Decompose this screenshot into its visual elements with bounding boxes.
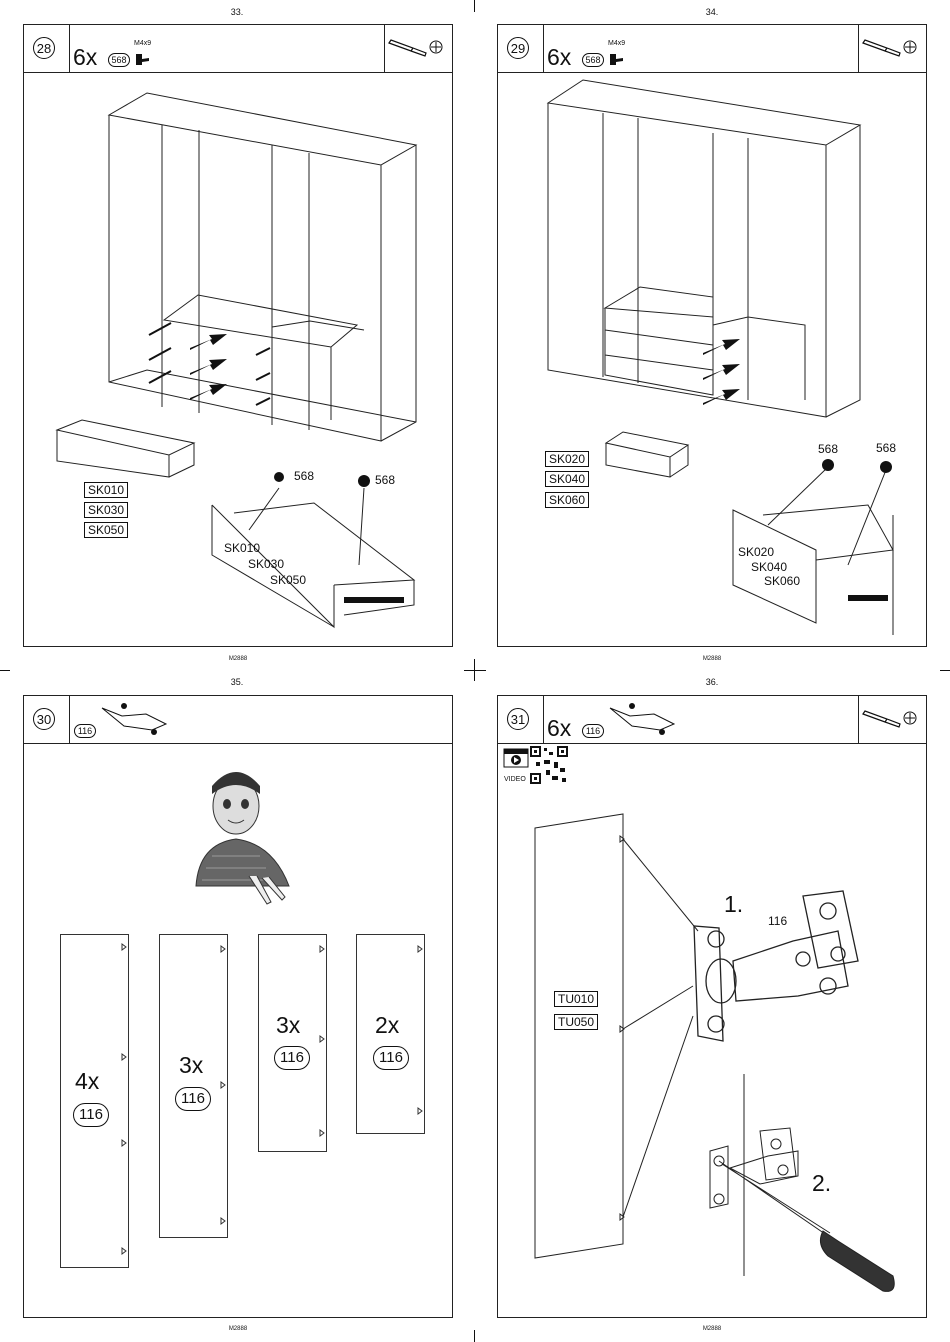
crop-mark-right [940, 670, 950, 671]
drawer-label: SK040 [751, 560, 787, 574]
callout-number: 568 [818, 442, 838, 456]
instruction-page-33: 28 6x 568 M4x9 [23, 24, 453, 647]
model-code: M2888 [682, 1326, 742, 1332]
page-number: 35. [207, 677, 267, 687]
page-number: 34. [682, 7, 742, 17]
substep-number: 2. [812, 1170, 831, 1197]
instruction-page-35: 30 116 4x 116 3x 116 3x 116 2x 116 [23, 695, 453, 1318]
hinge-part-number: 116 [768, 914, 787, 928]
part-label: SK010 [84, 482, 128, 498]
instruction-page-36: 31 6x 116 VIDEO [497, 695, 927, 1318]
part-label: SK040 [545, 471, 589, 487]
page-number: 33. [207, 7, 267, 17]
part-label: SK050 [84, 522, 128, 538]
drawer-label: SK010 [224, 541, 260, 555]
panel-quantity: 2x [375, 1012, 399, 1039]
part-number-badge: 116 [274, 1046, 310, 1070]
callout-number: 568 [876, 441, 896, 455]
drawer-label: SK020 [738, 545, 774, 559]
page-number: 36. [682, 677, 742, 687]
panel-quantity: 4x [75, 1068, 99, 1095]
part-label: TU050 [554, 1014, 598, 1030]
panel-quantity: 3x [276, 1012, 300, 1039]
drawer-label: SK050 [270, 573, 306, 587]
part-number-badge: 116 [175, 1087, 211, 1111]
crop-mark-top [474, 0, 475, 12]
model-code: M2888 [208, 656, 268, 662]
crop-mark-left [0, 670, 10, 671]
crop-mark-center-h [464, 670, 486, 671]
wardrobe-drawer-illustration [498, 25, 928, 648]
part-number-badge: 116 [73, 1103, 109, 1127]
callout-number: 568 [294, 469, 314, 483]
part-label: TU010 [554, 991, 598, 1007]
part-label: SK020 [545, 451, 589, 467]
drawer-label: SK060 [764, 574, 800, 588]
part-label: SK030 [84, 502, 128, 518]
substep-number: 1. [724, 891, 743, 918]
callout-number: 568 [375, 473, 395, 487]
part-number-badge: 116 [373, 1046, 409, 1070]
instruction-page-34: 29 6x 568 M4x9 [497, 24, 927, 647]
part-label: SK060 [545, 492, 589, 508]
crop-mark-center-v [474, 659, 475, 681]
model-code: M2888 [208, 1326, 268, 1332]
panel-quantity: 3x [179, 1052, 203, 1079]
drawer-label: SK030 [248, 557, 284, 571]
crop-mark-bottom [474, 1330, 475, 1342]
door-hinge-illustration [498, 696, 928, 1319]
model-code: M2888 [682, 656, 742, 662]
hinge-marker-icons [24, 696, 454, 1319]
